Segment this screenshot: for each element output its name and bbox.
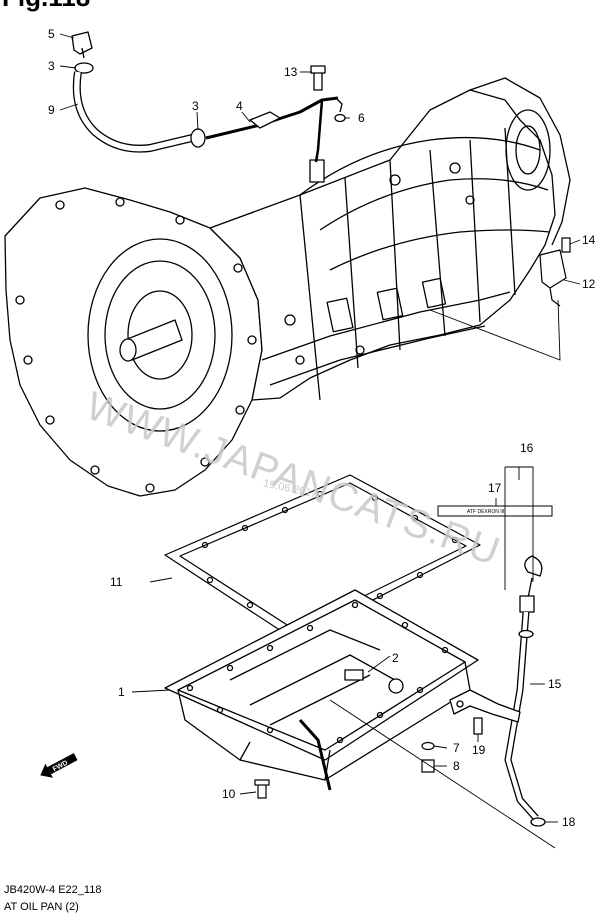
- forward-arrow-label: FWD: [52, 760, 69, 774]
- callout-numbers: 5 3 9 3 4 13 6 14 12 16 17 11 2 1 15 7 8…: [48, 27, 596, 829]
- atf-label: ATF DEXRON III: [437, 505, 553, 517]
- oil-pan-bolt-holes: [186, 601, 449, 744]
- pan-bolt: [257, 783, 267, 799]
- pipe-bolt: [313, 71, 323, 91]
- breather-hose: [72, 71, 193, 153]
- dipstick-assembly: [298, 555, 546, 827]
- callout-7: 7: [453, 741, 460, 755]
- callout-14: 14: [582, 233, 596, 247]
- drain-gasket: [421, 741, 435, 751]
- figure-code: JB420W-4 E22_118: [4, 884, 102, 896]
- transmission-assembly: [4, 77, 571, 497]
- figure-caption: AT OIL PAN (2): [4, 901, 79, 913]
- callout-5: 5: [48, 27, 55, 41]
- breather-cap: [71, 31, 93, 55]
- callout-1: 1: [118, 685, 125, 699]
- breather-hose-assembly: [71, 31, 346, 163]
- extension-housing: [469, 77, 571, 246]
- sensor-bracket: [539, 249, 567, 289]
- callout-12: 12: [582, 277, 596, 291]
- oil-pan-magnet: [344, 669, 364, 681]
- callout-6: 6: [358, 111, 365, 125]
- callout-3-upper: 3: [48, 59, 55, 73]
- hose-clip-upper: [74, 62, 94, 74]
- oil-pan: [164, 589, 479, 781]
- breather-pipe: [205, 96, 339, 140]
- oil-pan-gasket: [164, 474, 481, 641]
- leader-lines: [59, 33, 581, 849]
- callout-9: 9: [48, 103, 55, 117]
- hose-clip-lower: [190, 128, 206, 148]
- tube-o-ring: [530, 817, 546, 827]
- callout-17: 17: [488, 481, 502, 495]
- figure-title: Fig.118: [2, 0, 90, 12]
- callout-15: 15: [548, 677, 562, 691]
- atf-label-text: ATF DEXRON III: [467, 509, 504, 515]
- callout-16: 16: [520, 441, 534, 455]
- callout-10: 10: [222, 787, 236, 801]
- callout-18: 18: [562, 815, 576, 829]
- callout-4: 4: [236, 99, 243, 113]
- sensor-assembly: [539, 237, 571, 307]
- callout-8: 8: [453, 759, 460, 773]
- callout-2: 2: [392, 651, 399, 665]
- callout-13: 13: [284, 65, 298, 79]
- pipe-washer: [334, 113, 346, 123]
- bell-bolt-bosses: [15, 197, 257, 493]
- sensor-bolt: [561, 237, 571, 253]
- forward-arrow: FWD: [40, 753, 78, 778]
- tube-bracket: [449, 689, 521, 723]
- callout-3-lower: 3: [192, 99, 199, 113]
- callout-11: 11: [110, 575, 123, 589]
- main-case: [209, 89, 556, 401]
- bracket-bolt: [473, 717, 483, 735]
- callout-19: 19: [472, 743, 486, 757]
